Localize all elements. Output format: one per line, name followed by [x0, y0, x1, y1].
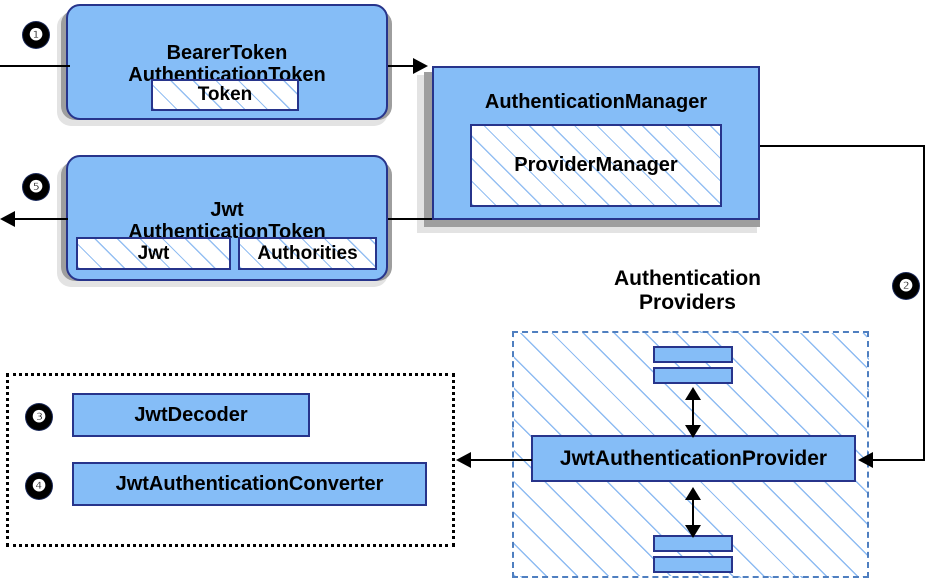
step-bullet-5: ❺: [23, 174, 49, 200]
connector-bearer-to-manager-line: [388, 65, 424, 67]
connector-response-out-arrow: [0, 211, 15, 227]
connector-manager-to-provider-arrow: [858, 452, 873, 468]
provider-stub-top-1: [653, 346, 733, 363]
authentication-manager-title: AuthenticationManager: [484, 91, 708, 113]
authentication-manager-inner-provider-manager: ProviderManager: [470, 124, 722, 207]
jwt-token-inner-jwt: Jwt: [76, 237, 231, 270]
provider-link-bottom-line: [692, 492, 694, 532]
connector-manager-to-jwt-token: [388, 218, 432, 220]
connector-manager-to-provider-top: [760, 145, 925, 147]
provider-stub-bottom-2: [653, 556, 733, 573]
authentication-providers-label-line1: Authentication: [614, 267, 761, 290]
provider-link-bottom-arrow-up: [685, 487, 701, 500]
connector-request-in: [0, 65, 70, 67]
bearer-token-inner-token: Token: [151, 79, 299, 111]
provider-link-top-arrow-down: [685, 425, 701, 438]
step-bullet-3: ❸: [26, 404, 52, 430]
jwt-token-inner-authorities: Authorities: [238, 237, 377, 270]
jwt-token-title-line1: Jwt: [210, 199, 244, 221]
step-bullet-4: ❹: [26, 473, 52, 499]
authentication-providers-label: Authentication Providers: [560, 267, 815, 315]
provider-stub-top-2: [653, 367, 733, 384]
node-jwt-decoder[interactable]: JwtDecoder: [72, 393, 310, 437]
connector-provider-to-support-line: [470, 459, 532, 461]
connector-response-out-line: [14, 218, 68, 220]
connector-manager-to-provider-vertical: [923, 145, 925, 459]
connector-bearer-to-manager-arrow: [413, 58, 428, 74]
connector-provider-to-support-arrow: [456, 452, 471, 468]
step-bullet-2: ❷: [893, 273, 919, 299]
node-jwt-authentication-provider[interactable]: JwtAuthenticationProvider: [531, 435, 856, 482]
provider-link-top-arrow-up: [685, 387, 701, 400]
bearer-token-title-line1: BearerToken: [166, 42, 288, 64]
authentication-providers-label-line2: Providers: [639, 291, 736, 315]
step-bullet-1: ❶: [23, 22, 49, 48]
provider-link-top-line: [692, 392, 694, 432]
node-jwt-authentication-converter[interactable]: JwtAuthenticationConverter: [72, 462, 427, 506]
connector-manager-to-provider-bottom: [872, 459, 925, 461]
provider-link-bottom-arrow-down: [685, 525, 701, 538]
